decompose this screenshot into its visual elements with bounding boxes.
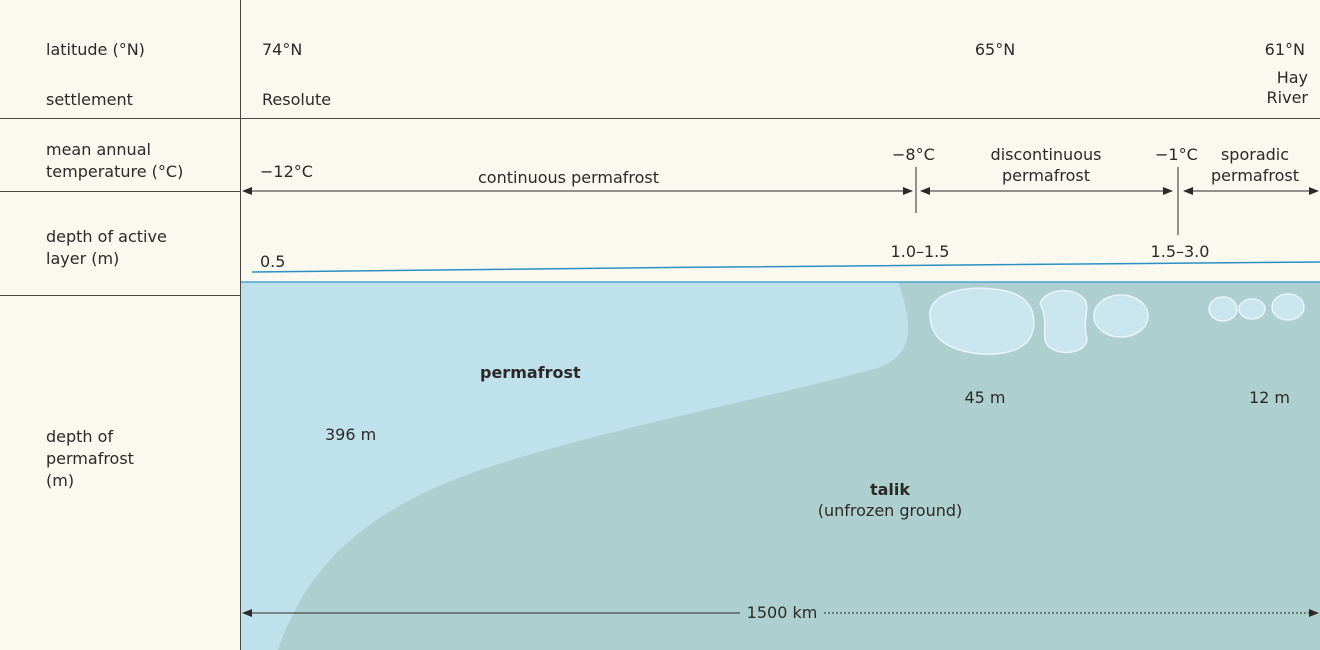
permafrost-region-label: permafrost [480,363,581,382]
ice-lens [1238,298,1266,320]
temperature-continuous: −12°C [260,162,313,181]
active-layer-row-label: depth of active [46,227,167,246]
column-divider [240,0,241,650]
latitude-resolute: 74°N [262,40,303,59]
zone-continuous-label: continuous permafrost [478,168,660,187]
talik-note: (unfrozen ground) [817,501,963,520]
permafrost-depth-continuous: 396 m [325,425,377,444]
settlement-row-label: settlement [46,90,133,109]
temperature-sporadic: −1°C [1155,145,1198,164]
ice-lens [1208,296,1238,322]
row-divider [0,295,240,296]
active-layer-sporadic: 1.5–3.0 [1150,242,1210,261]
permafrost-depth-discontinuous: 45 m [964,388,1006,407]
settlement-hay-river: River [1266,88,1308,107]
row-divider [0,118,1320,119]
temperature-row-label: temperature (°C) [46,162,184,181]
active-layer-discontinuous: 1.0–1.5 [890,242,950,261]
ice-lens [929,287,1035,355]
distance-label: 1500 km [746,603,818,622]
permafrost-region [240,282,909,650]
permafrost-depth-row-label: depth of [46,427,114,446]
ice-lens [1271,293,1305,321]
ice-lens [1093,294,1149,338]
zone-discontinuous-label: permafrost [1002,166,1090,185]
zone-discontinuous-label: discontinuous [990,145,1102,164]
permafrost-depth-sporadic: 12 m [1248,388,1290,407]
latitude-row-label: latitude (°N) [46,40,145,59]
temperature-row-label: mean annual [46,140,151,159]
talik-label: talik [869,480,911,499]
active-layer-row-label: layer (m) [46,249,120,268]
latitude-middle: 65°N [974,40,1016,59]
ice-lens [1039,289,1088,354]
permafrost-depth-row-label: (m) [46,471,75,490]
active-layer-continuous: 0.5 [260,252,286,271]
settlement-resolute: Resolute [262,90,332,109]
ice-lenses [929,287,1305,355]
zone-sporadic-label: permafrost [1211,166,1299,185]
temperature-discontinuous: −8°C [892,145,935,164]
zone-sporadic-label: sporadic [1220,145,1290,164]
ground-surface-line [251,261,1320,273]
row-divider [0,191,240,192]
permafrost-depth-row-label: permafrost [46,449,134,468]
latitude-hay-river: 61°N [1264,40,1305,59]
settlement-hay-river: Hay [1276,68,1308,87]
